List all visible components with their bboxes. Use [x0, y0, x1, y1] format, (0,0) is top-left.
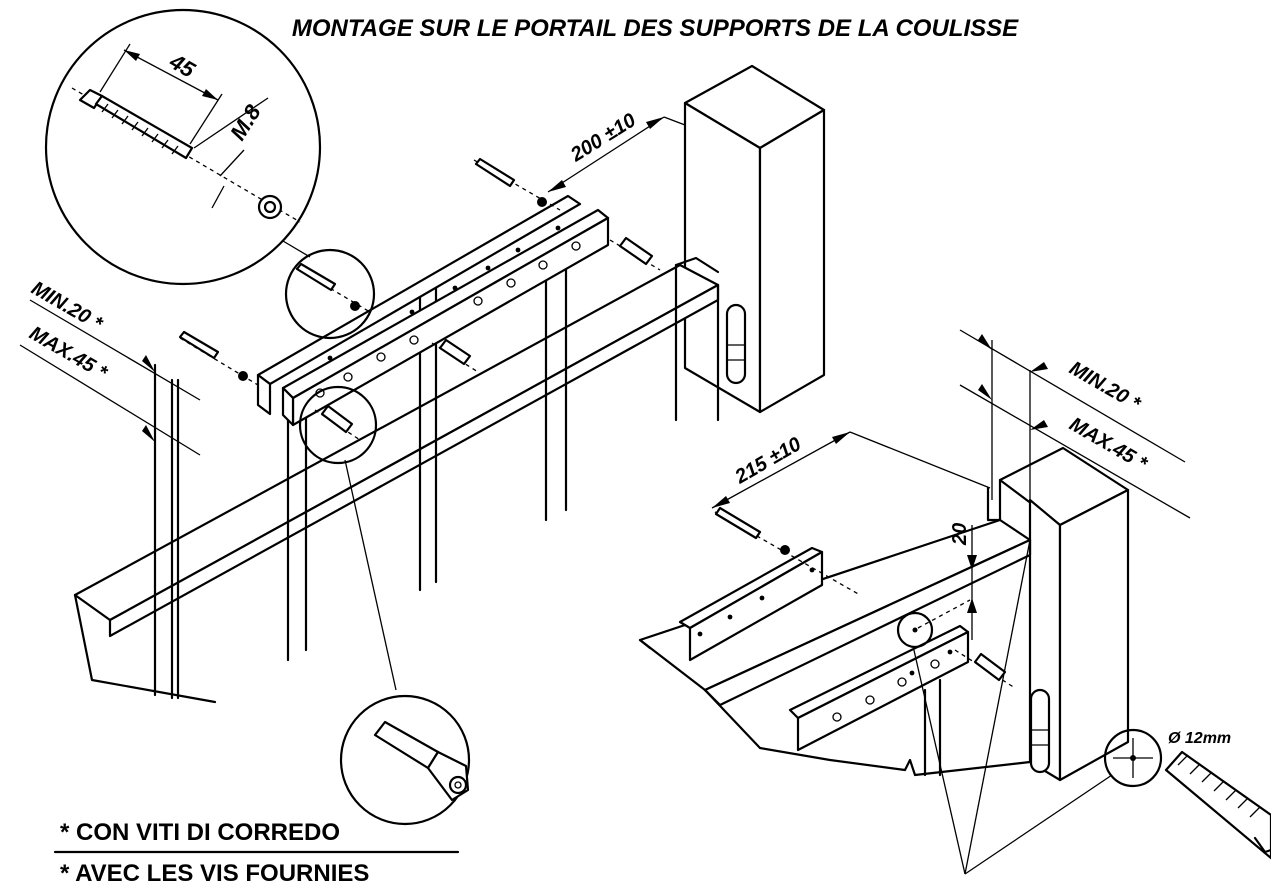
bolt-length-label: 45 [165, 48, 200, 83]
right-slide-supports [678, 546, 970, 752]
right-drop-dimension [967, 525, 977, 640]
left-spacer-detail-circle [298, 385, 378, 465]
diagram-title: MONTAGE SUR LE PORTAIL DES SUPPORTS DE L… [292, 15, 1019, 42]
left-gate-post [683, 64, 826, 414]
drill-detail-circle [1103, 728, 1163, 788]
bolt-enlarged [71, 43, 301, 223]
right-gap-label: 215 ±10 [731, 433, 805, 489]
right-screws [714, 506, 1016, 689]
right-gate-post [986, 446, 1130, 782]
spacer-enlarged-circle [339, 694, 471, 826]
left-gate-assembly: 45 M.8 200 ±10 MIN.20 * MAX.45 * [19, 8, 826, 826]
left-gap-dimension [547, 116, 686, 193]
right-hole-detail-circle [896, 611, 934, 649]
left-screws [178, 157, 661, 441]
spacer-enlarged [373, 720, 470, 802]
drill-diameter-label: Ø 12mm [1168, 730, 1231, 747]
bolt-detail-circle [44, 8, 322, 286]
right-drop-label: 20 [949, 523, 971, 546]
right-gate-frame [638, 518, 1032, 777]
note-french: * AVEC LES VIS FOURNIES [60, 860, 369, 881]
left-gap-label: 200 ±10 [566, 109, 640, 166]
left-minmax-dimension [19, 299, 201, 456]
right-minmax-dimension [959, 329, 1191, 540]
left-screw-detail-circle [284, 248, 376, 340]
note-italian: * CON VITI DI CORREDO [60, 819, 340, 846]
right-min-label: MIN.20 * [1066, 357, 1145, 416]
bolt-thread-label: M.8 [225, 100, 266, 145]
left-gate-frame [73, 256, 720, 704]
drill-bit-icon [1164, 750, 1271, 860]
notes: * CON VITI DI CORREDO * AVEC LES VIS FOU… [53, 819, 460, 881]
right-gate-assembly: Ø 12mm 215 ±10 20 MIN.20 * MAX. [638, 329, 1271, 875]
right-gap-dimension [711, 431, 991, 509]
